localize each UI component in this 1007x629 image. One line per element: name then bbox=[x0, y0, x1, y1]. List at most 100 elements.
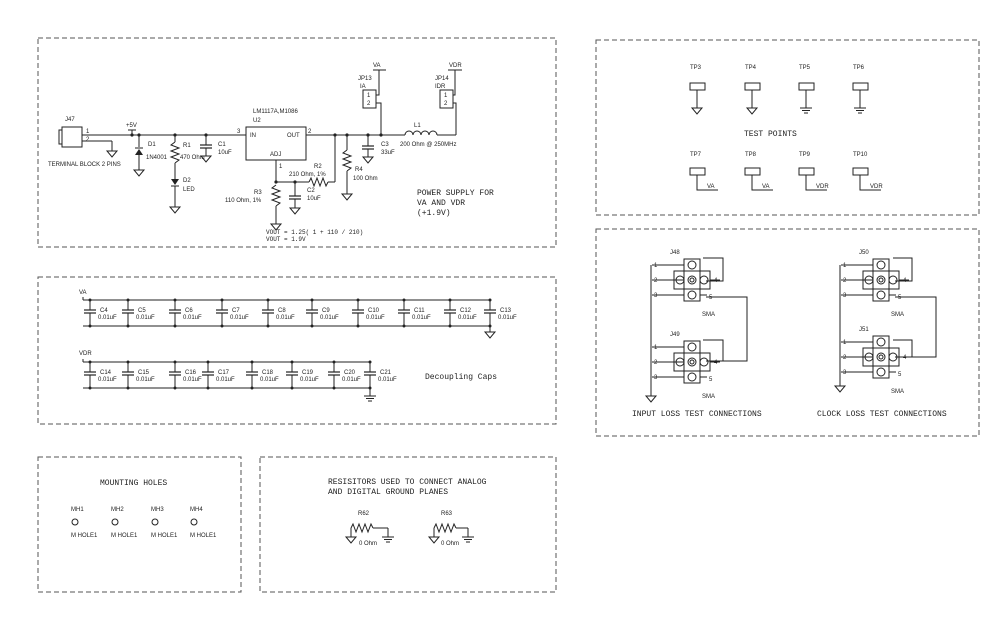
capacitor-ref-label: C15 bbox=[138, 370, 150, 376]
capacitor-ref-label: C9 bbox=[322, 308, 330, 314]
sma-connectors: J4812345SMAJ4912345SMAJ5012345SMAJ511234… bbox=[652, 250, 909, 400]
vdr-label: VDR bbox=[449, 63, 462, 69]
sma-ref-label: J48 bbox=[670, 250, 680, 256]
sma-ref-label: J50 bbox=[859, 250, 869, 256]
reg-adj-label: ADJ bbox=[270, 152, 281, 158]
c3-label: C3 bbox=[381, 142, 389, 148]
resistor-r4: R4 100 Ohm bbox=[341, 133, 378, 201]
ground-icon bbox=[484, 327, 496, 339]
ground-icon bbox=[169, 202, 181, 214]
test-point-net-label: VA bbox=[762, 184, 770, 190]
test-point: TP3 bbox=[689, 65, 706, 115]
sma-pin-label: 5 bbox=[709, 377, 713, 383]
sma-pin-label: 1 bbox=[654, 263, 658, 269]
capacitor-symbol bbox=[245, 371, 259, 376]
test-point: TP4 bbox=[744, 65, 761, 115]
earth-ground-icon bbox=[799, 103, 813, 114]
capacitor-symbol bbox=[305, 309, 319, 314]
va-label: VA bbox=[373, 63, 381, 69]
c1-value-label: 10uF bbox=[218, 150, 232, 156]
j47-pin1-label: 1 bbox=[86, 129, 90, 135]
c2-label: C2 bbox=[307, 188, 315, 194]
power-supply-title-line2: VA AND VDR bbox=[417, 199, 465, 208]
test-points-title: TEST POINTS bbox=[744, 130, 797, 139]
capacitor-ref-label: C6 bbox=[185, 308, 193, 314]
c3-value-label: 33uF bbox=[381, 150, 395, 156]
capacitor-symbol bbox=[215, 309, 229, 314]
capacitor-ref-label: C18 bbox=[262, 370, 274, 376]
r1-value-label: 470 Ohm bbox=[180, 155, 205, 161]
sma-pin-label: 3 bbox=[843, 370, 847, 376]
resistor-r62: R62 0 Ohm bbox=[345, 511, 395, 547]
reg-pin3-label: 3 bbox=[237, 129, 241, 135]
decoupling-capacitor: C60.01uF bbox=[168, 298, 202, 328]
decoupling-row-va: C40.01uFC50.01uFC60.01uFC70.01uFC80.01uF… bbox=[82, 297, 517, 339]
ground-resistors-section: RESISITORS USED TO CONNECT ANALOG AND DI… bbox=[328, 478, 487, 547]
sma-pin-label: 1 bbox=[654, 345, 658, 351]
c2-value-label: 10uF bbox=[307, 196, 321, 202]
u2-label: U2 bbox=[253, 118, 261, 124]
jp13-label: JP13 bbox=[358, 76, 372, 82]
r4-label: R4 bbox=[355, 167, 363, 173]
sma-section: INPUT LOSS TEST CONNECTIONS CLOCK LOSS T… bbox=[632, 250, 947, 419]
clock-loss-title: CLOCK LOSS TEST CONNECTIONS bbox=[817, 410, 947, 419]
test-point-ref-label: TP7 bbox=[690, 152, 702, 158]
capacitor-value-label: 0.01uF bbox=[320, 315, 339, 321]
mounting-hole-ref-label: MH1 bbox=[71, 507, 84, 513]
capacitor-c3: C3 33uF bbox=[361, 133, 395, 164]
sma-pin-label: 2 bbox=[843, 278, 847, 284]
capacitor-symbol bbox=[83, 371, 97, 376]
sma-pin-label: 5 bbox=[898, 372, 902, 378]
ground-icon bbox=[106, 146, 118, 158]
capacitor-symbol bbox=[261, 309, 275, 314]
capacitor-symbol bbox=[443, 309, 457, 314]
regulator-part-label: LM1117A,M1086 bbox=[253, 109, 298, 115]
decoupling-vdr-label: VDR bbox=[79, 351, 92, 357]
feedback-network: R2 210 Ohm, 1% R3 110 Ohm, 1% C2 10uF bbox=[225, 133, 337, 231]
capacitor-ref-label: C7 bbox=[232, 308, 240, 314]
sma-pin-label: 4 bbox=[903, 355, 907, 361]
mounting-holes-title: MOUNTING HOLES bbox=[100, 479, 167, 488]
d1-part-label: 1N4001 bbox=[146, 155, 168, 161]
mounting-hole-ref-label: MH3 bbox=[151, 507, 164, 513]
jp13-pin2-label: 2 bbox=[367, 101, 371, 107]
capacitor-symbol bbox=[121, 371, 135, 376]
capacitor-value-label: 0.01uF bbox=[366, 315, 385, 321]
capacitor-symbol bbox=[327, 371, 341, 376]
plus5v-label: +5V bbox=[126, 123, 137, 129]
sma-part-label: SMA bbox=[891, 312, 904, 318]
test-point-ref-label: TP9 bbox=[799, 152, 811, 158]
ground-icon bbox=[133, 165, 145, 177]
capacitor-value-label: 0.01uF bbox=[378, 377, 397, 383]
capacitor-value-label: 0.01uF bbox=[498, 315, 517, 321]
d1-label: D1 bbox=[148, 142, 156, 148]
sma-part-label: SMA bbox=[702, 394, 715, 400]
jumper-jp14: VDR JP14 IDR 1 2 bbox=[435, 63, 462, 135]
capacitor-symbol bbox=[397, 309, 411, 314]
reg-in-label: IN bbox=[250, 133, 256, 139]
test-point-ref-label: TP6 bbox=[853, 65, 865, 71]
r3-value-label: 110 Ohm, 1% bbox=[225, 198, 262, 204]
capacitor-value-label: 0.01uF bbox=[98, 377, 117, 383]
sma-pin-label: 1 bbox=[843, 263, 847, 269]
r62-value-label: 0 Ohm bbox=[359, 541, 377, 547]
